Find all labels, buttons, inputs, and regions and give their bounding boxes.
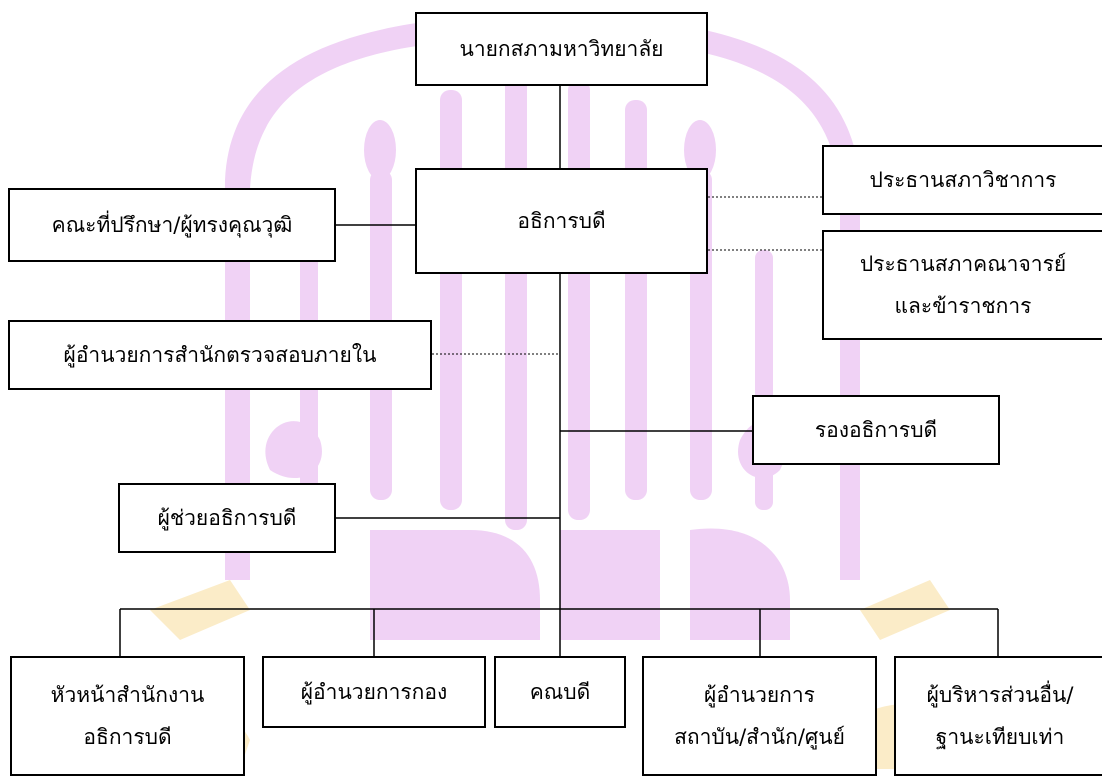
division-director-box: ผู้อำนวยการกอง xyxy=(262,656,486,728)
dean-box: คณบดี xyxy=(494,656,626,728)
faculty-senate-chair-box: ประธานสภาคณาจารย์ และข้าราชการ xyxy=(822,230,1102,340)
institute-director-label-line2: สถาบัน/สำนัก/ศูนย์ xyxy=(674,725,845,749)
president-office-head-label-line1: หัวหน้าสำนักงาน xyxy=(50,683,205,707)
faculty-senate-chair-label-line2: และข้าราชการ xyxy=(894,294,1032,318)
advisors-label: คณะที่ปรึกษา/ผู้ทรงคุณวุฒิ xyxy=(51,213,293,237)
council-president-box: นายกสภามหาวิทยาลัย xyxy=(415,12,708,86)
academic-senate-chair-box: ประธานสภาวิชาการ xyxy=(822,145,1102,215)
president-office-head-label-line2: อธิการบดี xyxy=(83,725,172,749)
president-office-head-box: หัวหน้าสำนักงาน อธิการบดี xyxy=(10,656,245,776)
other-executives-box: ผู้บริหารส่วนอื่น/ ฐานะเทียบเท่า xyxy=(894,656,1102,776)
assistant-president-label: ผู้ช่วยอธิการบดี xyxy=(157,506,297,530)
institute-director-box: ผู้อำนวยการ สถาบัน/สำนัก/ศูนย์ xyxy=(642,656,877,776)
institute-director-label-line1: ผู้อำนวยการ xyxy=(704,683,815,707)
other-executives-label-line1: ผู้บริหารส่วนอื่น/ xyxy=(926,683,1074,707)
assistant-president-box: ผู้ช่วยอธิการบดี xyxy=(118,483,336,553)
internal-audit-director-label: ผู้อำนวยการสำนักตรวจสอบภายใน xyxy=(63,343,377,367)
vice-president-label: รองอธิการบดี xyxy=(814,418,938,442)
internal-audit-director-box: ผู้อำนวยการสำนักตรวจสอบภายใน xyxy=(8,320,432,390)
vice-president-box: รองอธิการบดี xyxy=(752,395,1000,465)
president-label: อธิการบดี xyxy=(517,209,606,233)
division-director-label: ผู้อำนวยการกอง xyxy=(300,680,448,704)
academic-senate-chair-label: ประธานสภาวิชาการ xyxy=(869,168,1057,192)
advisors-box: คณะที่ปรึกษา/ผู้ทรงคุณวุฒิ xyxy=(8,188,336,262)
president-box: อธิการบดี xyxy=(415,168,708,274)
council-president-label: นายกสภามหาวิทยาลัย xyxy=(459,37,664,61)
other-executives-label-line2: ฐานะเทียบเท่า xyxy=(935,725,1065,749)
dean-label: คณบดี xyxy=(529,680,591,704)
faculty-senate-chair-label-line1: ประธานสภาคณาจารย์ xyxy=(859,252,1067,276)
